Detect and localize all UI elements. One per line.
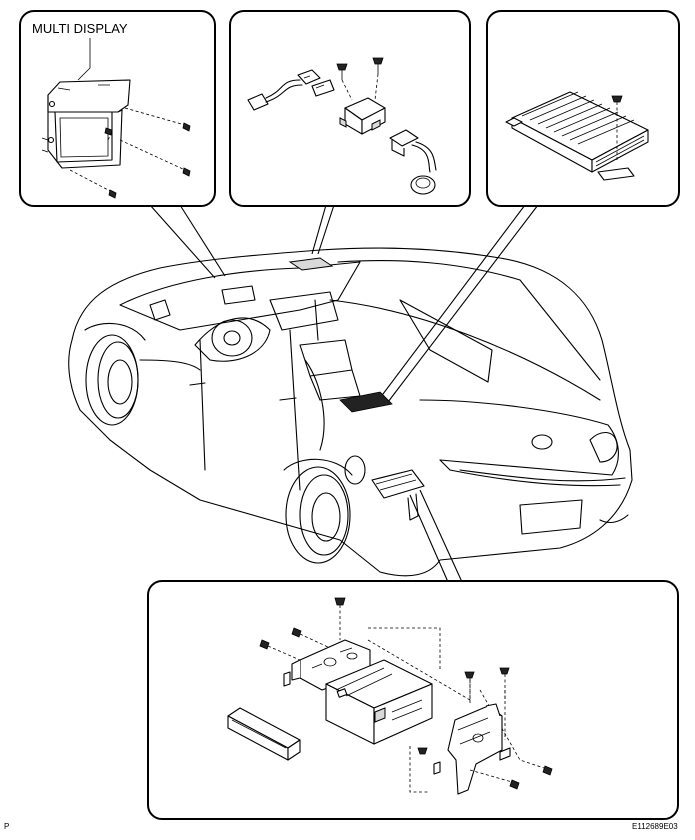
roof-module [288,257,334,271]
screw-icon [182,122,191,132]
multi-display-label: MULTI DISPLAY [32,21,128,36]
bolts-top [336,57,384,101]
bolt-icon [611,95,623,103]
navigation-panel [147,580,679,820]
multi-display-unit [41,79,131,169]
screw-icon [104,127,113,136]
bolt-icon [291,627,302,638]
label-leader [77,38,91,81]
screw-icon [108,189,117,199]
corner-letter: P [4,822,9,831]
screw-icon [182,167,191,177]
amplifier-panel [486,10,680,207]
car-illustration [68,247,633,577]
bolt-icon [372,57,384,65]
navigation-ecu-box [325,659,433,745]
harness-panel [229,10,471,207]
figure-code: E112689E03 [632,822,678,831]
bolt-icon [259,639,270,650]
right-bracket [433,703,511,795]
screw-group [69,107,191,199]
bolt-icon [499,667,510,675]
bolt-icon [464,671,475,679]
antenna-harness [389,129,437,195]
dash-display [221,285,256,305]
wire-harness [247,69,335,111]
amplifier-unit [505,91,649,181]
separate-module [227,707,301,761]
bolt-icon [542,765,553,776]
bolt-icon [336,63,348,71]
bracket-bolts [259,597,346,661]
trunk-amplifier [339,391,393,413]
nav-ecu [371,469,425,499]
right-bolts [417,667,553,790]
bolt-amplifier [611,95,623,160]
multi-display-panel: MULTI DISPLAY [19,10,216,207]
leader-lines [149,204,539,583]
bolt-icon [417,747,428,755]
bolt-icon [509,779,520,790]
module-unit [339,97,386,135]
bolt-icon [334,597,346,606]
